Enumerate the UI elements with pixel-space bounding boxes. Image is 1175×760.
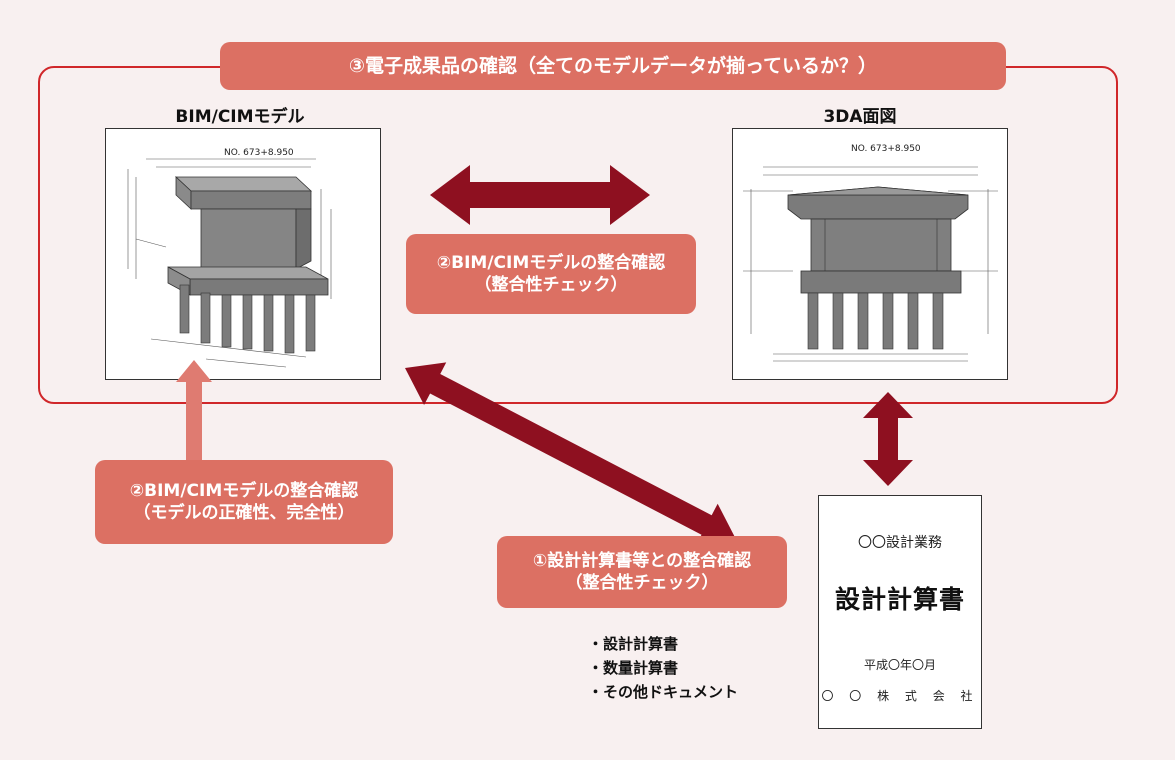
bottom-pill-line1: ①設計計算書等との整合確認 <box>532 550 752 571</box>
bim-cim-model-title: BIM/CIMモデル <box>175 107 305 127</box>
design-calculation-document[interactable]: 〇〇設計業務 設計計算書 平成〇年〇月 〇 〇 株 式 会 社 <box>818 495 982 729</box>
middle-pill-line2: （整合性チェック） <box>474 275 628 295</box>
electronic-deliverable-banner: ③電子成果品の確認（全てのモデルデータが揃っているか？） <box>220 42 1006 90</box>
document-list-item: ・設計計算書 <box>588 635 679 653</box>
right-drawing-label: NO. 673+8.950 <box>851 144 921 154</box>
double-arrow-vertical <box>863 392 913 486</box>
document-list-item: ・その他ドキュメント <box>588 683 739 701</box>
document-project-title: 〇〇設計業務 <box>858 535 942 551</box>
three-da-drawing-title: 3DA面図 <box>823 107 897 127</box>
middle-pill-line1: ②BIM/CIMモデルの整合確認 <box>436 252 666 273</box>
document-company: 〇 〇 株 式 会 社 <box>821 689 979 703</box>
left-pill-line1: ②BIM/CIMモデルの整合確認 <box>129 480 359 501</box>
double-arrow-diagonal <box>405 362 737 547</box>
left-drawing-label: NO. 673+8.950 <box>224 148 294 158</box>
model-accuracy-check-pill: ②BIM/CIMモデルの整合確認 （モデルの正確性、完全性） <box>95 460 393 544</box>
document-list-item: ・数量計算書 <box>588 659 679 677</box>
left-pill-line2: （モデルの正確性、完全性） <box>133 503 355 523</box>
document-list: ・設計計算書 ・数量計算書 ・その他ドキュメント <box>588 632 798 704</box>
double-arrow-horizontal <box>430 165 650 225</box>
arrow-up-light <box>176 360 212 462</box>
bridge-pier-3d-model: NO. 673+8.950 <box>127 148 332 368</box>
three-da-drawing-panel[interactable]: NO. 673+8.950 <box>732 128 1008 380</box>
document-date: 平成〇年〇月 <box>863 658 936 672</box>
bim-cim-model-panel[interactable]: NO. 673+8.950 <box>105 128 381 380</box>
document-main-title: 設計計算書 <box>834 585 965 614</box>
design-calc-consistency-pill: ①設計計算書等との整合確認 （整合性チェック） <box>497 536 787 608</box>
bottom-pill-line2: （整合性チェック） <box>565 573 719 593</box>
bridge-pier-elevation: NO. 673+8.950 <box>743 144 998 362</box>
model-consistency-check-pill: ②BIM/CIMモデルの整合確認 （整合性チェック） <box>406 234 696 314</box>
banner-label: ③電子成果品の確認（全てのモデルデータが揃っているか？） <box>348 54 878 77</box>
